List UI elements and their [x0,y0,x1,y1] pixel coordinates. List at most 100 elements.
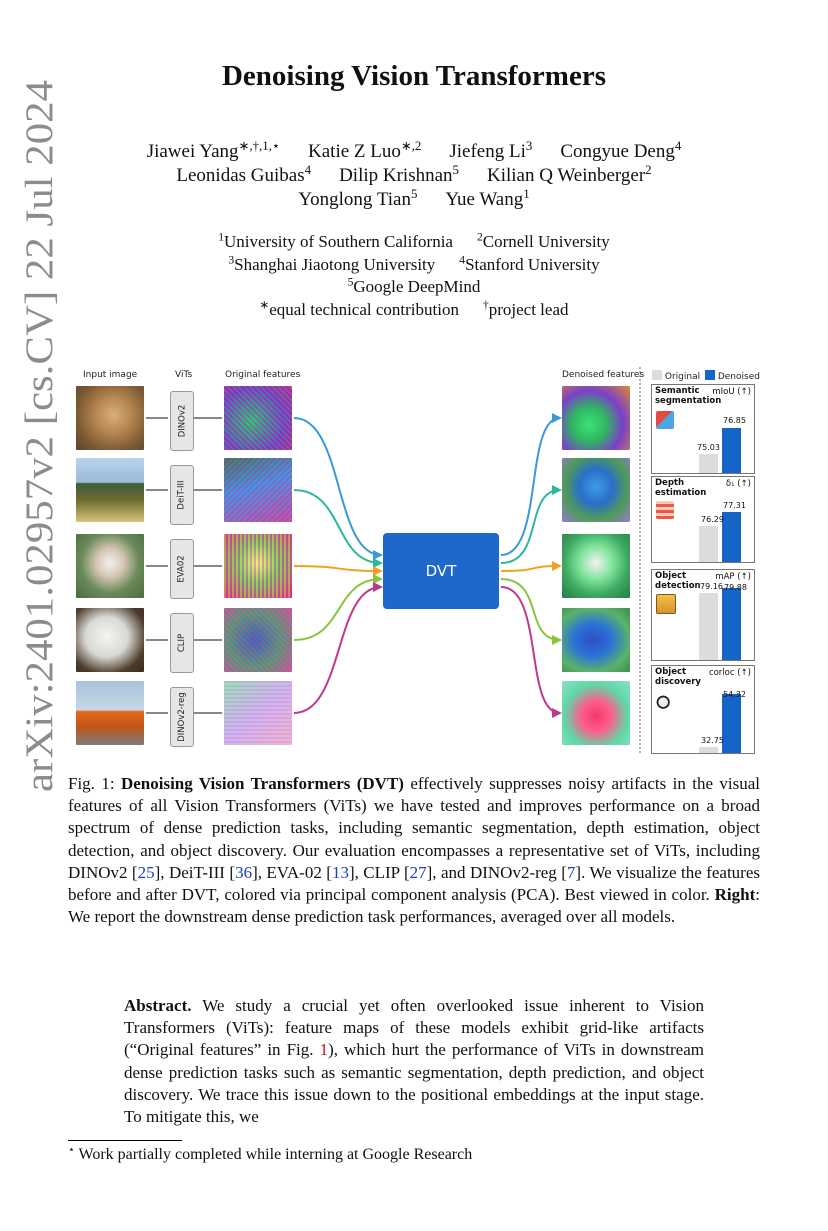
input-image-forklift [76,681,144,745]
denoised-feature-map [562,386,630,450]
figure-arrows [146,367,641,755]
bar-denoised [722,694,741,753]
affiliation-row: 1University of Southern California 2Corne… [0,231,828,254]
col-input-label: Input image [83,370,138,380]
detection-icon [656,594,676,614]
affiliation-list: 1University of Southern California 2Corne… [0,231,828,321]
flow-arrow-in [293,417,383,560]
affiliation-name: University of Southern California [223,232,453,251]
value-original: 76.29 [701,515,724,524]
flow-arrow-in [293,574,383,641]
author-name: Yue Wang [445,189,524,210]
author: Jiawei Yang∗,†,1,⋆ [146,137,281,162]
author-affiliation-mark: 5 [410,185,418,201]
affiliation-row: 5Google DeepMind [0,276,828,299]
flow-arrow-in [293,489,383,568]
abstract-label: Abstract. [124,996,192,1015]
caption-text: ], CLIP [ [348,862,410,882]
author: Jiefeng Li3 [449,139,532,162]
citation-link[interactable]: 36 [235,862,253,882]
affiliation-name: Shanghai Jiaotong University [234,254,436,274]
legend-original-swatch [652,370,662,380]
affiliation: 5Google DeepMind [348,276,481,296]
task-metric: δ₁ (↑) [725,479,751,489]
footnote: ⋆ Work partially completed while interni… [68,1145,473,1164]
citation-link[interactable]: 13 [331,862,349,882]
arxiv-stamp-text: arXiv:2401.02957v2 [cs.CV] 22 Jul 2024 [18,80,61,792]
caption-text: effectively suppresses noisy artifacts i… [68,774,761,882]
author: Dilip Krishnan5 [339,161,459,186]
affiliation-mark: ∗ [259,298,270,312]
citation-link[interactable]: 7 [566,862,576,882]
flow-arrow-out [500,413,562,556]
input-image-lion [76,386,144,450]
affiliation: 1University of Southern California [218,231,453,251]
author-name: Leonidas Guibas [176,165,305,186]
col-original-label: Original features [225,370,301,380]
vit-label: DeiT-III [177,480,188,510]
magnifier-icon [656,695,674,713]
abstract-text: We study a crucial yet often overlooked … [124,996,704,1060]
bar-original [699,593,718,660]
flow-arrow-out [500,586,562,718]
value-denoised: 76.85 [723,416,746,425]
vit-label: DINOv2 [177,404,188,438]
vit-box-deit-iii: DeiT-III [170,465,194,525]
vit-label: DINOv2-reg [177,692,188,742]
author-name: Dilip Krishnan [339,165,453,186]
arxiv-stamp: arXiv:2401.02957v2 [cs.CV] 22 Jul 2024 [18,80,61,792]
value-denoised: 77.31 [723,501,746,510]
citation-link[interactable]: 25 [137,862,155,882]
original-feature-map [224,681,292,745]
citation-link[interactable]: 27 [409,862,427,882]
task-line: segmentation [655,395,722,406]
col-vits-label: ViTs [175,370,193,380]
author: Kilian Q Weinberger2 [486,161,652,186]
flow-arrow-out [500,578,562,645]
author-name: Congyue Deng [560,141,675,162]
author-affiliation-mark: 2 [645,161,652,177]
task-line: Semantic [655,386,700,396]
original-feature-map [224,534,292,598]
original-feature-map [224,386,292,450]
author-name: Kilian Q Weinberger [486,165,646,186]
denoised-feature-map [562,681,630,745]
caption-prefix: Fig. 1: [68,774,121,793]
author-affiliation-mark: 4 [304,161,312,177]
affiliation-row: ∗equal technical contribution †project le… [0,299,828,322]
affiliation: †project lead [483,299,569,319]
affiliation-mark: 3 [228,253,235,267]
author-name: Jiefeng Li [449,141,526,162]
affiliation: ∗equal technical contribution [259,298,459,319]
author-name: Jiawei Yang [146,141,239,162]
value-original: 75.03 [697,443,720,452]
author-affiliation-mark: ∗,2 [400,137,422,153]
abstract: Abstract. We study a crucial yet often o… [124,995,704,1128]
footnote-text: Work partially completed while interning… [74,1146,473,1163]
author: Congyue Deng4 [560,137,682,162]
author: Leonidas Guibas4 [176,161,312,186]
bar-original [699,454,718,473]
author-affiliation-mark: ∗,†,1,⋆ [238,137,281,153]
caption-bold: Denoising Vision Transformers (DVT) [120,774,404,793]
flow-arrow-in [293,582,383,714]
original-feature-map [224,608,292,672]
affiliation-name: project lead [488,299,569,319]
value-original: 79.16 [700,582,723,591]
affiliation: 2Cornell University [477,231,610,251]
author-affiliation-mark: 1 [523,185,530,201]
author-affiliation-mark: 4 [674,137,682,153]
bar-original [699,526,718,562]
caption-text: ], EVA-02 [ [252,862,332,882]
input-image-boat [76,458,144,522]
caption-text: ], and DINOv2-reg [ [426,862,567,882]
author-affiliation-mark: 5 [452,161,459,177]
figure-ref-link[interactable]: 1 [319,1040,329,1060]
flow-arrow-in [293,565,383,576]
